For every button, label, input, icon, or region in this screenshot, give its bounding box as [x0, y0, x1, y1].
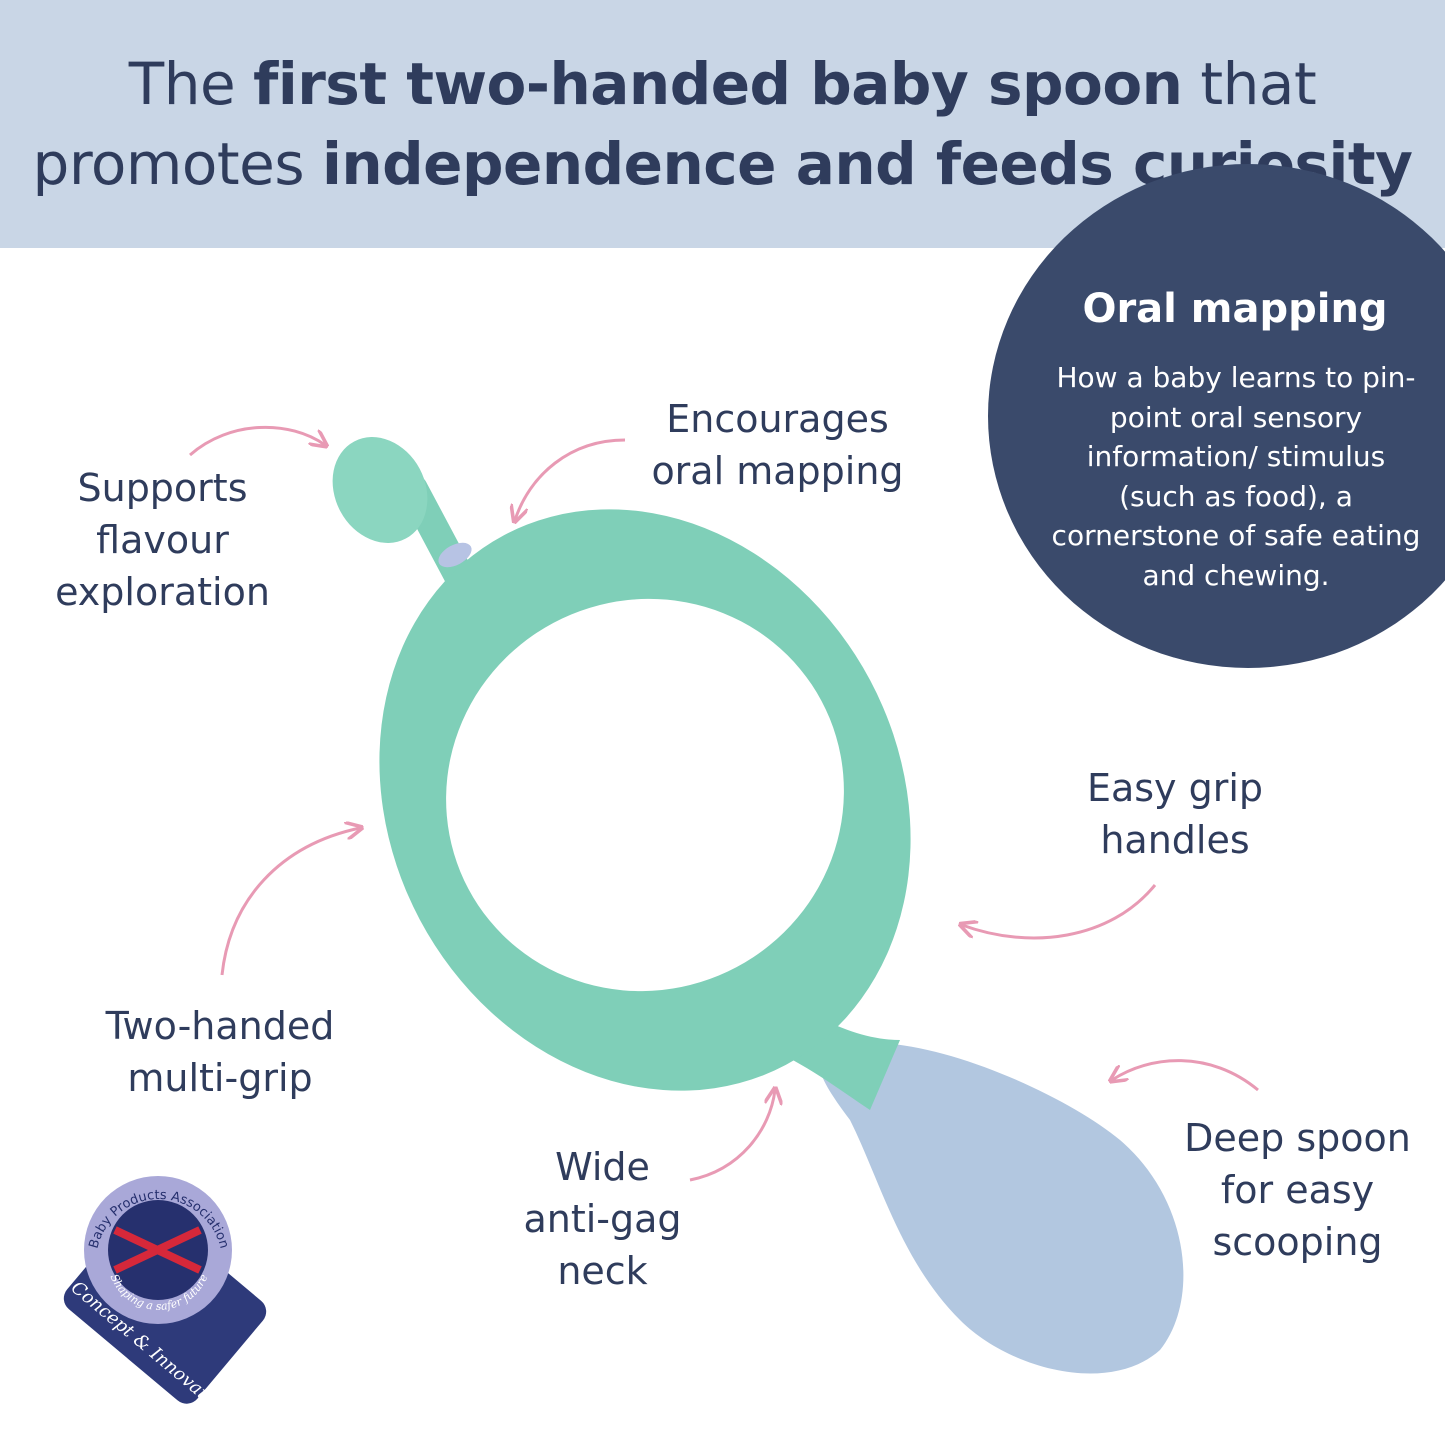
feature-anti-gag-neck: Wide anti-gag neck: [523, 1145, 682, 1293]
arrow-icon: [1112, 1059, 1259, 1092]
headline-text: promotes: [32, 130, 322, 198]
info-circle: [988, 164, 1445, 668]
bpa-badge-logo: Baby Products Association Shaping a safe…: [63, 1176, 267, 1422]
headline-line-1: The first two-handed baby spoon that: [0, 44, 1445, 124]
arrow-icon: [515, 438, 626, 520]
spoon-bowl: [819, 1042, 1184, 1374]
feature-two-handed: Two-handed multi-grip: [105, 1004, 335, 1100]
arrow-icon: [189, 425, 325, 457]
feature-deep-spoon: Deep spoon for easy scooping: [1184, 1116, 1411, 1264]
arrow-icon: [220, 828, 360, 976]
feature-oral-mapping: Encourages oral mapping: [651, 397, 904, 493]
info-circle-body: How a baby learns to pin-point oral sens…: [1051, 361, 1421, 592]
handle-ring: [379, 509, 911, 1091]
headline-text: that: [1182, 50, 1317, 118]
headline-bold-text: first two-handed baby spoon: [253, 50, 1183, 118]
info-circle-title: Oral mapping: [1082, 286, 1388, 332]
feature-easy-grip: Easy grip handles: [1086, 766, 1264, 862]
headline-text: The: [128, 50, 254, 118]
arrow-icon: [689, 1090, 775, 1182]
feature-flavour-exploration: Supports flavour exploration: [55, 466, 270, 614]
arrow-icon: [962, 884, 1157, 940]
